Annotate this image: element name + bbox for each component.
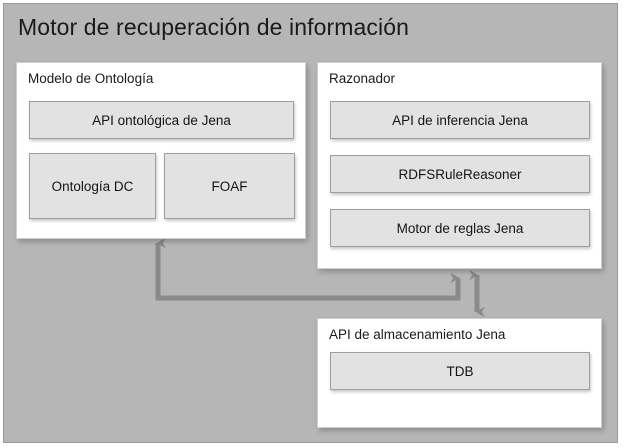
component-motor-de-reglas-jena[interactable]: Motor de reglas Jena: [330, 209, 590, 247]
panel-modelo-de-ontologia: Modelo de Ontología API ontológica de Je…: [16, 62, 306, 239]
component-foaf[interactable]: FOAF: [164, 153, 295, 219]
component-tdb[interactable]: TDB: [330, 352, 590, 390]
panel-api-de-almacenamiento-jena: API de almacenamiento Jena TDB: [317, 318, 602, 428]
panel-title-storage: API de almacenamiento Jena: [329, 327, 506, 342]
panel-title-ontology: Modelo de Ontología: [28, 71, 154, 86]
page-title: Motor de recuperación de información: [18, 14, 409, 40]
component-api-ontologica-de-jena[interactable]: API ontológica de Jena: [29, 101, 294, 139]
component-ontologia-dc[interactable]: Ontología DC: [29, 153, 156, 219]
panel-razonador: Razonador API de inferencia Jena RDFSRul…: [317, 62, 602, 269]
panel-title-reasoner: Razonador: [329, 71, 396, 86]
component-rdfsrulereasoner[interactable]: RDFSRuleReasoner: [330, 155, 590, 193]
component-api-de-inferencia-jena[interactable]: API de inferencia Jena: [330, 101, 590, 139]
